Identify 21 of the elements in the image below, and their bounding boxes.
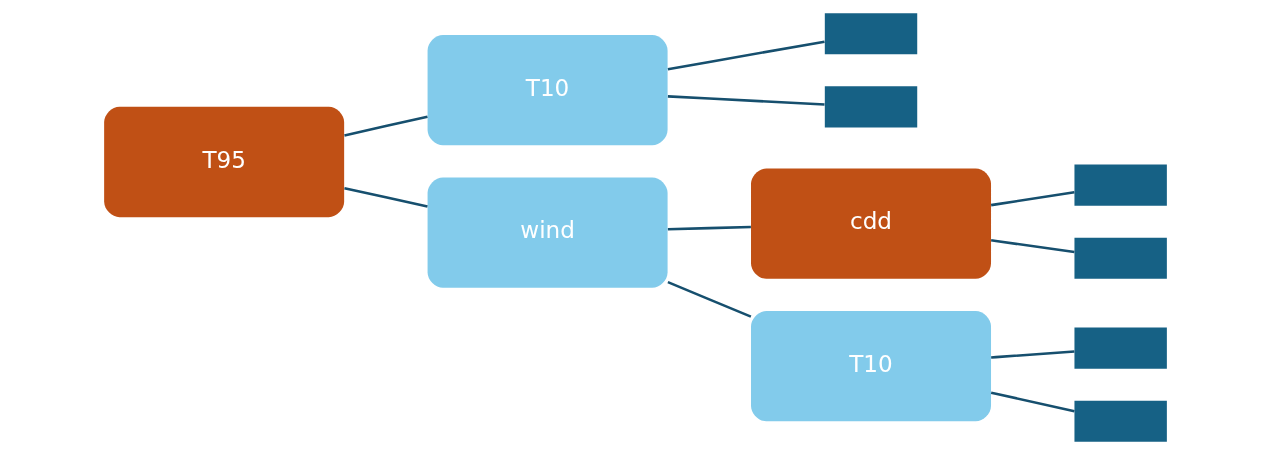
node-box: T10 [427,35,668,146]
node-box [824,13,918,55]
node-box [1074,237,1167,279]
node-box: cdd [751,168,992,279]
connector [667,225,751,231]
connector [344,115,428,137]
connector [667,280,752,318]
node-box: wind [427,177,668,288]
node-box: T10 [751,310,992,422]
node-box [1074,327,1167,369]
connector [990,190,1075,207]
node-box [1074,400,1167,442]
node-box [824,86,918,128]
connector [990,239,1075,254]
connector [990,391,1075,413]
connector [991,350,1075,359]
connector [667,40,825,71]
node-box: T95 [104,106,345,218]
node-box [1074,164,1167,206]
connector [344,186,428,208]
connector [667,95,825,106]
